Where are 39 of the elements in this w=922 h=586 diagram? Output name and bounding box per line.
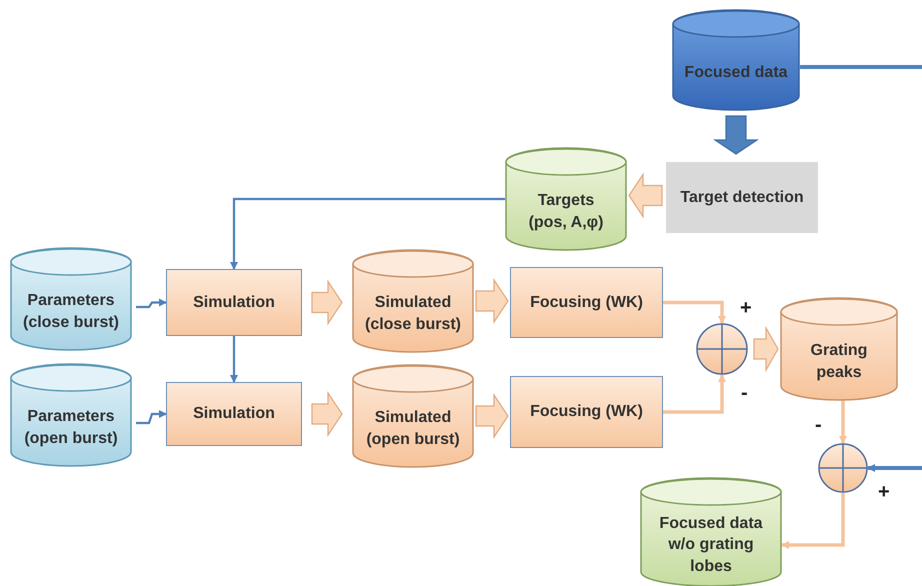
node-label: Focused data w/o grating lobes bbox=[658, 514, 764, 577]
process-box bbox=[666, 162, 818, 233]
node-label: Simulated (open burst) bbox=[365, 408, 461, 450]
block-arrow bbox=[311, 280, 343, 326]
arrow bbox=[781, 493, 845, 549]
block-arrow bbox=[311, 391, 343, 437]
arrow bbox=[839, 400, 847, 444]
node-label: Parameters (open burst) bbox=[23, 407, 119, 449]
node-label: Focusing (WK) bbox=[530, 292, 643, 313]
sign-label: + bbox=[878, 482, 890, 502]
block-arrow bbox=[753, 326, 779, 372]
node-label: Target detection bbox=[680, 188, 804, 208]
arrow bbox=[867, 464, 922, 472]
node-label: Parameters (close burst) bbox=[22, 291, 120, 333]
block-arrow bbox=[475, 278, 509, 324]
process-box bbox=[166, 382, 302, 446]
arrow bbox=[136, 410, 167, 424]
node-label: Simulation bbox=[193, 404, 275, 424]
node-label: Simulated (close burst) bbox=[364, 293, 462, 335]
node-label: Targets (pos, A,φ) bbox=[528, 191, 604, 233]
block-arrow bbox=[628, 172, 663, 218]
node-label: Focusing (WK) bbox=[530, 402, 643, 422]
process-box bbox=[510, 267, 663, 338]
node-label: Focused data bbox=[684, 63, 788, 84]
sign-label: + bbox=[740, 298, 752, 318]
process-box bbox=[166, 269, 302, 336]
node-label: Simulation bbox=[193, 292, 275, 313]
arrow bbox=[663, 300, 726, 324]
block-arrow bbox=[475, 393, 509, 439]
arrow bbox=[663, 374, 726, 414]
sign-label: - bbox=[815, 415, 822, 435]
connector-line bbox=[800, 65, 922, 69]
arrow bbox=[230, 198, 505, 270]
block-arrow bbox=[713, 115, 759, 155]
arrow bbox=[136, 298, 167, 308]
process-box bbox=[510, 376, 663, 448]
node-label: Grating peaks bbox=[810, 341, 868, 383]
arrow bbox=[230, 336, 238, 383]
sign-label: - bbox=[741, 383, 748, 403]
